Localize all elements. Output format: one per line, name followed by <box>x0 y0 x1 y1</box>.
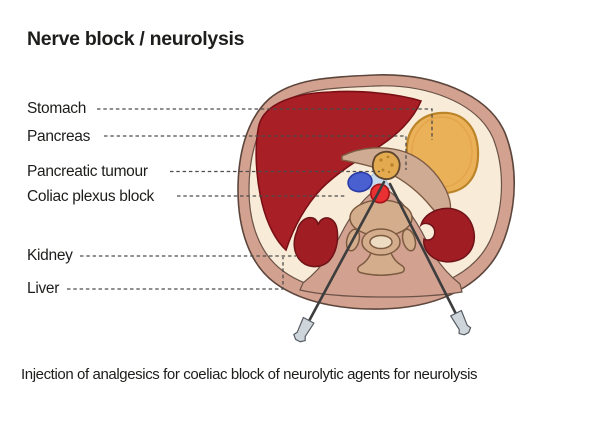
left-needle <box>293 180 386 343</box>
label-stomach: Stomach <box>27 100 87 117</box>
liver-shape <box>255 90 423 252</box>
leader-lines <box>67 108 433 290</box>
vertebra <box>345 199 417 276</box>
vertebra-canal <box>369 234 393 250</box>
left-kidney-shape <box>293 216 339 268</box>
leader-line-liver <box>67 257 284 290</box>
label-coliac-plexus-block: Coliac plexus block <box>27 188 154 205</box>
leader-line-stomach <box>97 108 433 140</box>
vertebra-right-process <box>401 228 417 252</box>
leader-line-pancreas <box>104 135 407 170</box>
right-needle-shaft <box>388 182 458 316</box>
vertebra-spinous-process <box>357 249 405 276</box>
caption: Injection of analgesics for coeliac bloc… <box>21 366 478 383</box>
label-kidney: Kidney <box>27 247 73 264</box>
page-title: Nerve block / neurolysis <box>27 28 245 50</box>
label-pancreas: Pancreas <box>27 128 91 145</box>
left-needle-hub <box>293 316 315 343</box>
right-kidney-shape <box>419 207 475 263</box>
right-needle-hub <box>450 309 472 336</box>
tumour-speckles <box>379 155 394 174</box>
pancreatic-tumour <box>371 150 401 181</box>
right-needle <box>388 182 472 336</box>
tumour-shape <box>371 150 401 181</box>
vein-shape <box>347 171 373 193</box>
left-needle-shaft <box>307 180 386 323</box>
label-pancreatic-tumour: Pancreatic tumour <box>27 163 148 180</box>
label-liver: Liver <box>27 280 60 297</box>
